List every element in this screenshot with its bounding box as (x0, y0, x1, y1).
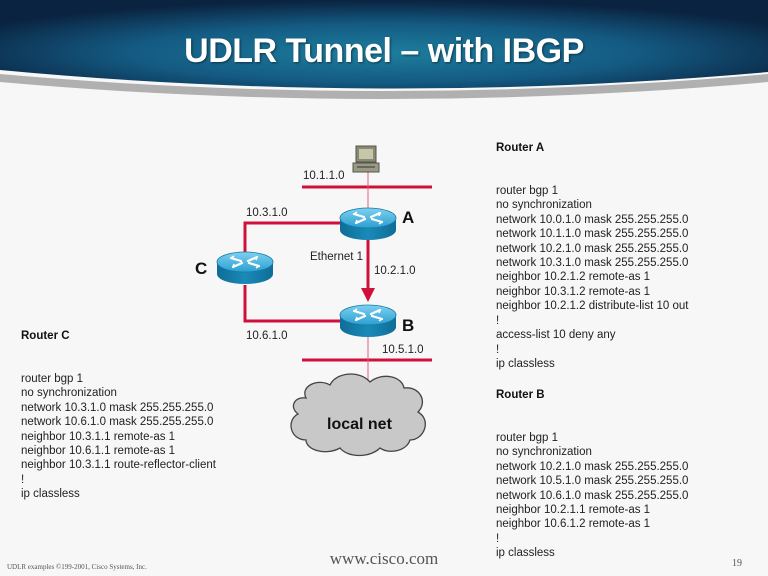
header-banner (0, 0, 768, 99)
network-label-10-2-1-0: 10.2.1.0 (374, 265, 416, 277)
config-line: ip classless (496, 547, 555, 560)
config-line: neighbor 10.3.1.2 remote-as 1 (496, 285, 651, 298)
cloud-label: local net (327, 416, 392, 433)
router-a-label: A (402, 208, 415, 227)
config-line: network 10.0.1.0 mask 255.255.255.0 (496, 213, 689, 226)
link-a-c (243, 221, 340, 258)
workstation-icon[interactable] (352, 145, 380, 173)
config-line: ip classless (21, 488, 80, 501)
config-line: access-list 10 deny any (496, 329, 616, 342)
config-line: network 10.6.1.0 mask 255.255.255.0 (21, 416, 214, 429)
config-line: neighbor 10.2.1.2 remote-as 1 (496, 271, 651, 284)
config-line: no synchronization (21, 387, 117, 400)
config-line: network 10.6.1.0 mask 255.255.255.0 (496, 489, 689, 502)
network-label-10-3-1-0: 10.3.1.0 (246, 207, 288, 219)
config-line: router bgp 1 (496, 432, 559, 445)
config-line: ! (496, 314, 500, 327)
config-line: no synchronization (496, 199, 592, 212)
config-line: network 10.1.1.0 mask 255.255.255.0 (496, 228, 689, 241)
footer-copyright: UDLR examples ©199-2001, Cisco Systems, … (7, 563, 147, 571)
config-line: neighbor 10.6.1.1 remote-as 1 (21, 445, 176, 458)
router-c-config-heading: Router C (21, 329, 70, 342)
router-a-icon[interactable] (338, 206, 398, 242)
config-line: neighbor 10.3.1.1 route-reflector-client (21, 459, 216, 472)
config-line: no synchronization (496, 446, 592, 459)
router-b-config-heading: Router B (496, 388, 545, 401)
config-line: ! (496, 532, 500, 545)
arrow-down-icon (361, 288, 375, 302)
router-b-label: B (402, 316, 415, 335)
config-line: network 10.3.1.0 mask 255.255.255.0 (496, 257, 689, 270)
config-line: ip classless (496, 357, 555, 370)
config-line: network 10.5.1.0 mask 255.255.255.0 (496, 475, 689, 488)
config-line: ! (21, 473, 25, 486)
page-number: 19 (732, 558, 742, 569)
config-line: neighbor 10.6.1.2 remote-as 1 (496, 518, 651, 531)
network-label-10-6-1-0: 10.6.1.0 (246, 330, 288, 342)
config-line: network 10.3.1.0 mask 255.255.255.0 (21, 401, 214, 414)
config-line: network 10.2.1.0 mask 255.255.255.0 (496, 242, 689, 255)
router-c-label: C (195, 259, 208, 278)
router-a-config-heading: Router A (496, 141, 545, 154)
router-c-icon[interactable] (215, 250, 275, 286)
config-line: neighbor 10.3.1.1 remote-as 1 (21, 430, 176, 443)
config-line: neighbor 10.2.1.2 distribute-list 10 out (496, 300, 689, 313)
footer-website: www.cisco.com (329, 549, 439, 568)
network-label-10-5-1-0: 10.5.1.0 (382, 344, 424, 356)
network-label-10-1-1-0: 10.1.1.0 (303, 170, 345, 182)
cloud-icon (290, 373, 426, 457)
router-b-icon[interactable] (338, 303, 398, 339)
page-title: UDLR Tunnel – with IBGP (184, 32, 584, 70)
header-background (0, 0, 768, 89)
config-line: network 10.2.1.0 mask 255.255.255.0 (496, 460, 689, 473)
config-line: ! (496, 343, 500, 356)
header-shadow (0, 74, 768, 99)
interface-label-ethernet1: Ethernet 1 (310, 251, 364, 263)
link-c-b (243, 285, 340, 323)
config-line: router bgp 1 (21, 373, 84, 386)
config-line: neighbor 10.2.1.1 remote-as 1 (496, 504, 651, 517)
config-line: router bgp 1 (496, 185, 559, 198)
